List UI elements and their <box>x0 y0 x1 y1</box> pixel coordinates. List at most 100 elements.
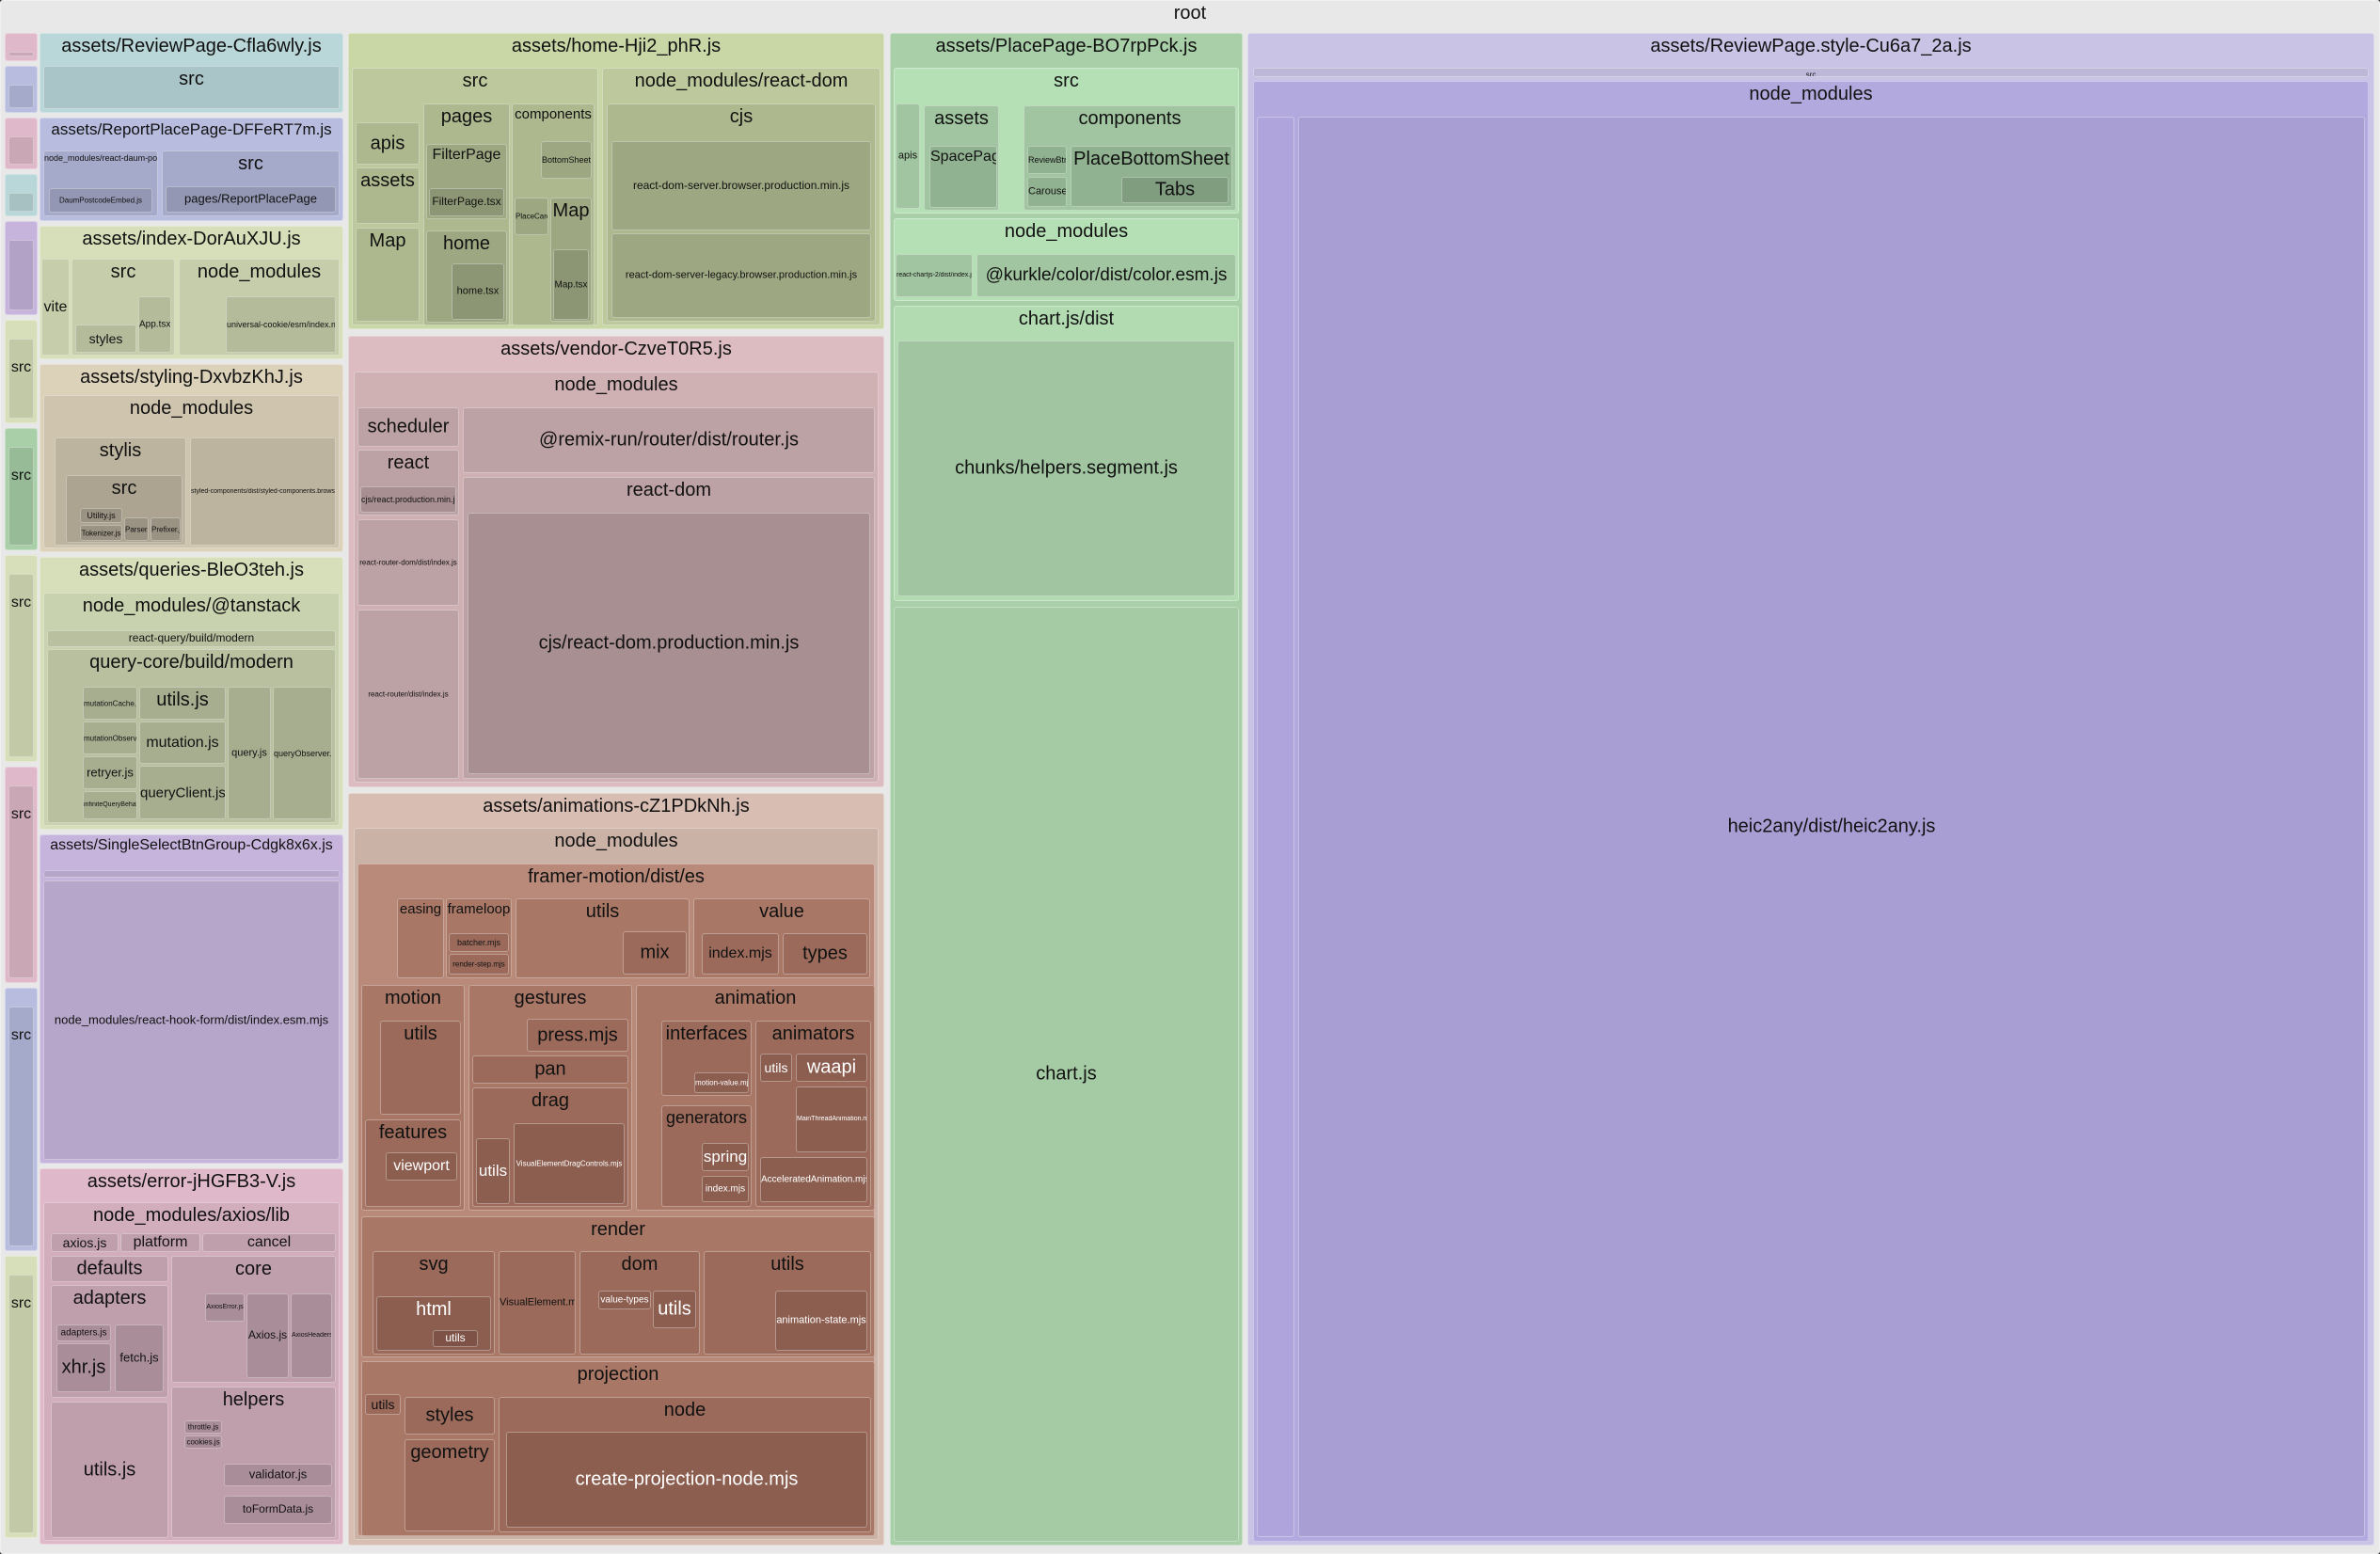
anim-viewport[interactable]: viewport <box>386 1152 457 1181</box>
anim-domutils[interactable]: utils <box>653 1291 696 1328</box>
anim-mix[interactable]: mix <box>623 931 687 975</box>
anim-renderstep[interactable]: render-step.mjs <box>449 954 509 975</box>
styling-prefixer[interactable]: Prefixer.js <box>151 517 181 541</box>
anim-hutils[interactable]: utils <box>433 1330 478 1347</box>
anim-easing[interactable]: easing <box>397 898 444 978</box>
side-chunk-inner-1[interactable] <box>8 52 34 56</box>
report-nm-child[interactable]: DaumPostcodeEmbed.js <box>49 188 152 213</box>
queries-mobs[interactable]: mutationObserver.js <box>83 722 137 754</box>
index-app[interactable]: App.tsx <box>138 296 171 353</box>
anim-types[interactable]: types <box>783 933 867 975</box>
side-chunk-inner-7[interactable] <box>8 447 34 546</box>
error-axiosjs[interactable]: axios.js <box>51 1233 119 1252</box>
index-vite[interactable]: vite <box>41 259 70 356</box>
single-src[interactable] <box>43 870 340 878</box>
queries-infinite[interactable]: infiniteQueryBehavior.js <box>83 791 137 819</box>
error-headers[interactable]: AxiosHeaders.js <box>291 1293 332 1378</box>
anim-mainthread[interactable]: MainThreadAnimation.mjs <box>796 1086 867 1152</box>
anim-batcher[interactable]: batcher.mjs <box>449 933 509 952</box>
queries-observer[interactable]: queryObserver.js <box>273 687 332 819</box>
side-chunk-inner-3[interactable] <box>8 136 34 165</box>
styling-tokenizer[interactable]: Tokenizer.js <box>80 525 122 541</box>
error-formdata[interactable]: toFormData.js <box>224 1496 332 1524</box>
style-heic[interactable]: heic2any/dist/heic2any.js <box>1298 117 2365 1537</box>
place-reviewbtn[interactable]: ReviewBtn <box>1027 146 1067 174</box>
vendor-routerdom[interactable]: react-router-dom/dist/index.js <box>357 519 459 606</box>
queries-retryer[interactable]: retryer.js <box>83 756 137 789</box>
home-placecard[interactable]: PlaceCard <box>515 198 548 235</box>
side-src-1[interactable]: src <box>7 357 36 386</box>
review-src[interactable]: src <box>43 66 340 109</box>
anim-press[interactable]: press.mjs <box>527 1019 628 1052</box>
anim-styles[interactable]: styles <box>405 1397 495 1435</box>
error-adaptersjs[interactable]: adapters.js <box>56 1324 111 1341</box>
anim-waapi[interactable]: waapi <box>796 1054 867 1082</box>
error-xhr[interactable]: xhr.js <box>56 1343 111 1392</box>
anim-pan[interactable]: pan <box>472 1055 628 1084</box>
error-utils[interactable]: utils.js <box>51 1402 168 1538</box>
side-chunk-inner-11[interactable] <box>8 1275 34 1533</box>
anim-geometry[interactable]: geometry <box>405 1439 495 1531</box>
styling-sc[interactable]: styled-components/dist/styled-components… <box>190 437 336 546</box>
vendor-remix[interactable]: @remix-run/router/dist/router.js <box>463 407 875 473</box>
side-chunk-inner-8[interactable] <box>8 574 34 757</box>
vendor-reactprod[interactable]: cjs/react.production.min.js <box>360 486 456 513</box>
place-carousel[interactable]: Carousel <box>1027 177 1067 207</box>
side-chunk-inner-10[interactable] <box>8 1007 34 1246</box>
place-chartjs[interactable]: chart.js <box>894 607 1239 1542</box>
anim-cpn[interactable]: create-projection-node.mjs <box>506 1432 867 1528</box>
error-err[interactable]: AxiosError.js <box>205 1293 245 1322</box>
error-cancel[interactable]: cancel <box>202 1233 336 1252</box>
place-rc2[interactable]: react-chartjs-2/dist/index.js <box>896 254 973 297</box>
anim-autils[interactable]: utils <box>760 1054 792 1082</box>
anim-indexmjs[interactable]: index.mjs <box>702 933 779 975</box>
home-server[interactable]: react-dom-server.browser.production.min.… <box>611 141 871 230</box>
anim-accel[interactable]: AcceleratedAnimation.mjs <box>760 1157 867 1202</box>
anim-gindex[interactable]: index.mjs <box>702 1176 749 1202</box>
side-chunk-inner-5[interactable] <box>8 240 34 310</box>
anim-valuetypes[interactable]: value-types <box>598 1291 651 1309</box>
anim-motionvalue[interactable]: motion-value.mjs <box>694 1072 749 1093</box>
anim-vedc[interactable]: VisualElementDragControls.mjs <box>514 1123 625 1204</box>
error-fetch[interactable]: fetch.js <box>115 1324 164 1392</box>
side-chunk-inner-6[interactable] <box>8 339 34 419</box>
home-bottomsheet[interactable]: BottomSheet <box>541 141 592 179</box>
side-chunk-inner-9[interactable] <box>8 785 34 978</box>
place-kurkle[interactable]: @kurkle/color/dist/color.esm.js <box>976 254 1236 297</box>
anim-putils[interactable]: utils <box>365 1394 401 1415</box>
home-maptsx[interactable]: Map.tsx <box>553 249 589 320</box>
home-map[interactable]: Map <box>356 228 420 322</box>
error-defaults[interactable]: defaults <box>51 1256 168 1282</box>
side-src-5[interactable]: src <box>7 1025 36 1054</box>
home-assets[interactable]: assets <box>356 167 420 224</box>
home-hometsx[interactable]: home.tsx <box>452 263 504 320</box>
anim-dutils[interactable]: utils <box>476 1138 510 1204</box>
side-src-4[interactable]: src <box>7 804 36 832</box>
side-src-6[interactable]: src <box>7 1293 36 1322</box>
style-side[interactable] <box>1257 117 1294 1537</box>
queries-client[interactable]: queryClient.js <box>139 766 226 819</box>
anim-ve[interactable]: VisualElement.mjs <box>499 1251 576 1355</box>
styling-utility[interactable]: Utility.js <box>80 508 122 523</box>
home-apis[interactable]: apis <box>356 122 420 165</box>
queries-utils[interactable]: utils.js <box>139 687 226 720</box>
style-src[interactable]: src <box>1253 68 2369 77</box>
side-chunk-1[interactable] <box>5 33 38 61</box>
index-styles[interactable]: styles <box>75 325 136 353</box>
vendor-router[interactable]: react-router/dist/index.js <box>357 610 459 779</box>
error-throttle[interactable]: throttle.js <box>184 1420 222 1434</box>
styling-parser[interactable]: Parser.js <box>124 517 149 541</box>
error-platform[interactable]: platform <box>120 1233 200 1252</box>
home-legacy[interactable]: react-dom-server-legacy.browser.producti… <box>611 233 871 318</box>
error-axioscore[interactable]: Axios.js <box>246 1293 289 1378</box>
anim-mutils[interactable]: utils <box>380 1021 461 1115</box>
index-cookie[interactable]: universal-cookie/esm/index.mjs <box>226 296 336 353</box>
vendor-rdprod[interactable]: cjs/react-dom.production.min.js <box>468 513 870 774</box>
error-validator[interactable]: validator.js <box>224 1464 332 1486</box>
home-filtertsx[interactable]: FilterPage.tsx <box>429 188 504 216</box>
side-src-2[interactable]: src <box>7 466 36 494</box>
side-src-3[interactable]: src <box>7 593 36 621</box>
queries-rq[interactable]: react-query/build/modern <box>47 630 336 647</box>
vendor-scheduler[interactable]: scheduler <box>357 407 459 447</box>
queries-mutation[interactable]: mutation.js <box>139 722 226 764</box>
